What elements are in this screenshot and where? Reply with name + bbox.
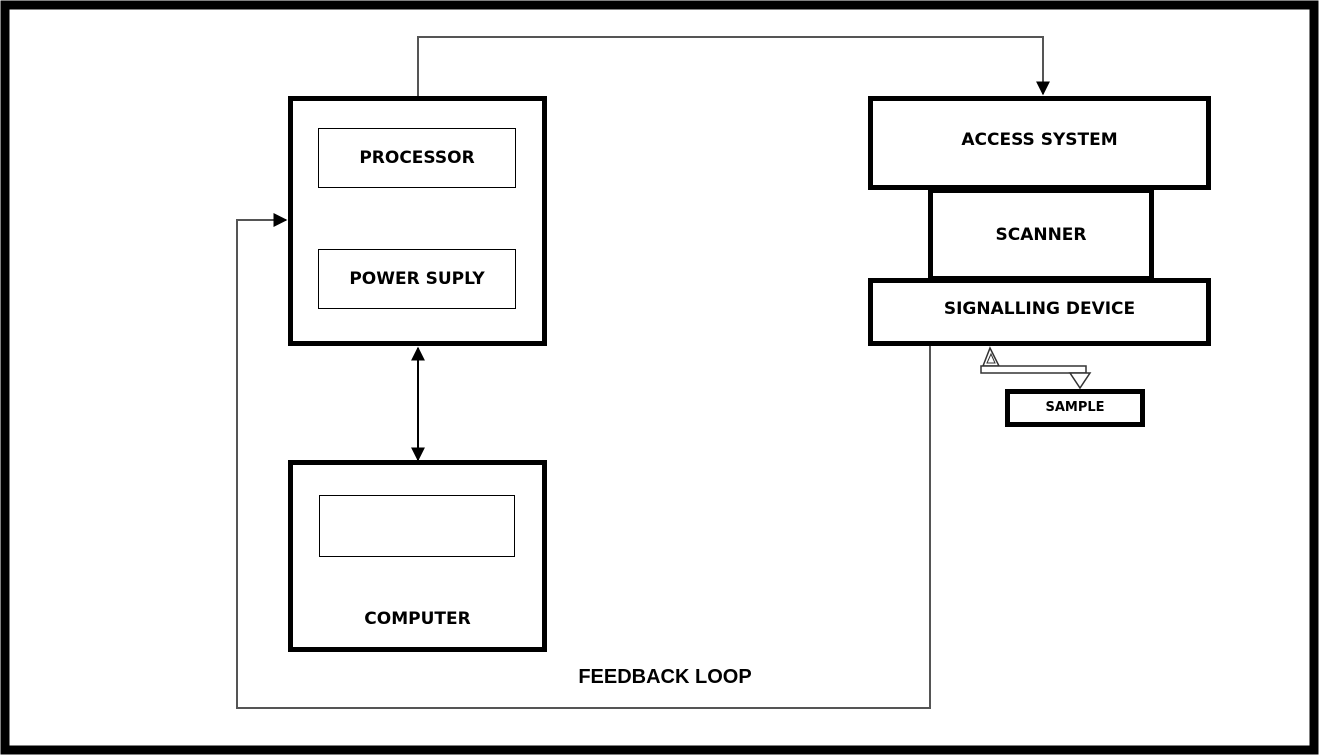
computer-screen [319,495,515,557]
sample-label: SAMPLE [1045,399,1105,415]
access-system-label: ACCESS SYSTEM [961,130,1118,150]
processor-box: PROCESSOR [318,128,516,188]
sample-box: SAMPLE [1005,389,1145,427]
scanner-label: SCANNER [995,224,1087,245]
processor-label: PROCESSOR [359,148,475,168]
feedback-loop-label: FEEDBACK LOOP [578,665,752,688]
signalling-device-label: SIGNALLING DEVICE [943,299,1136,319]
computer-label: COMPUTER [364,609,471,629]
link-controller-to-access [417,36,1050,96]
access-system-box: ACCESS SYSTEM [868,96,1211,190]
power-supply-label: POWER SUPLY [349,269,485,289]
feedback-loop-line [236,213,931,709]
scanner-box: SCANNER [928,188,1154,281]
power-supply-box: POWER SUPLY [318,249,516,309]
probe-arm [980,346,1092,390]
signalling-device-box: SIGNALLING DEVICE [868,278,1211,346]
